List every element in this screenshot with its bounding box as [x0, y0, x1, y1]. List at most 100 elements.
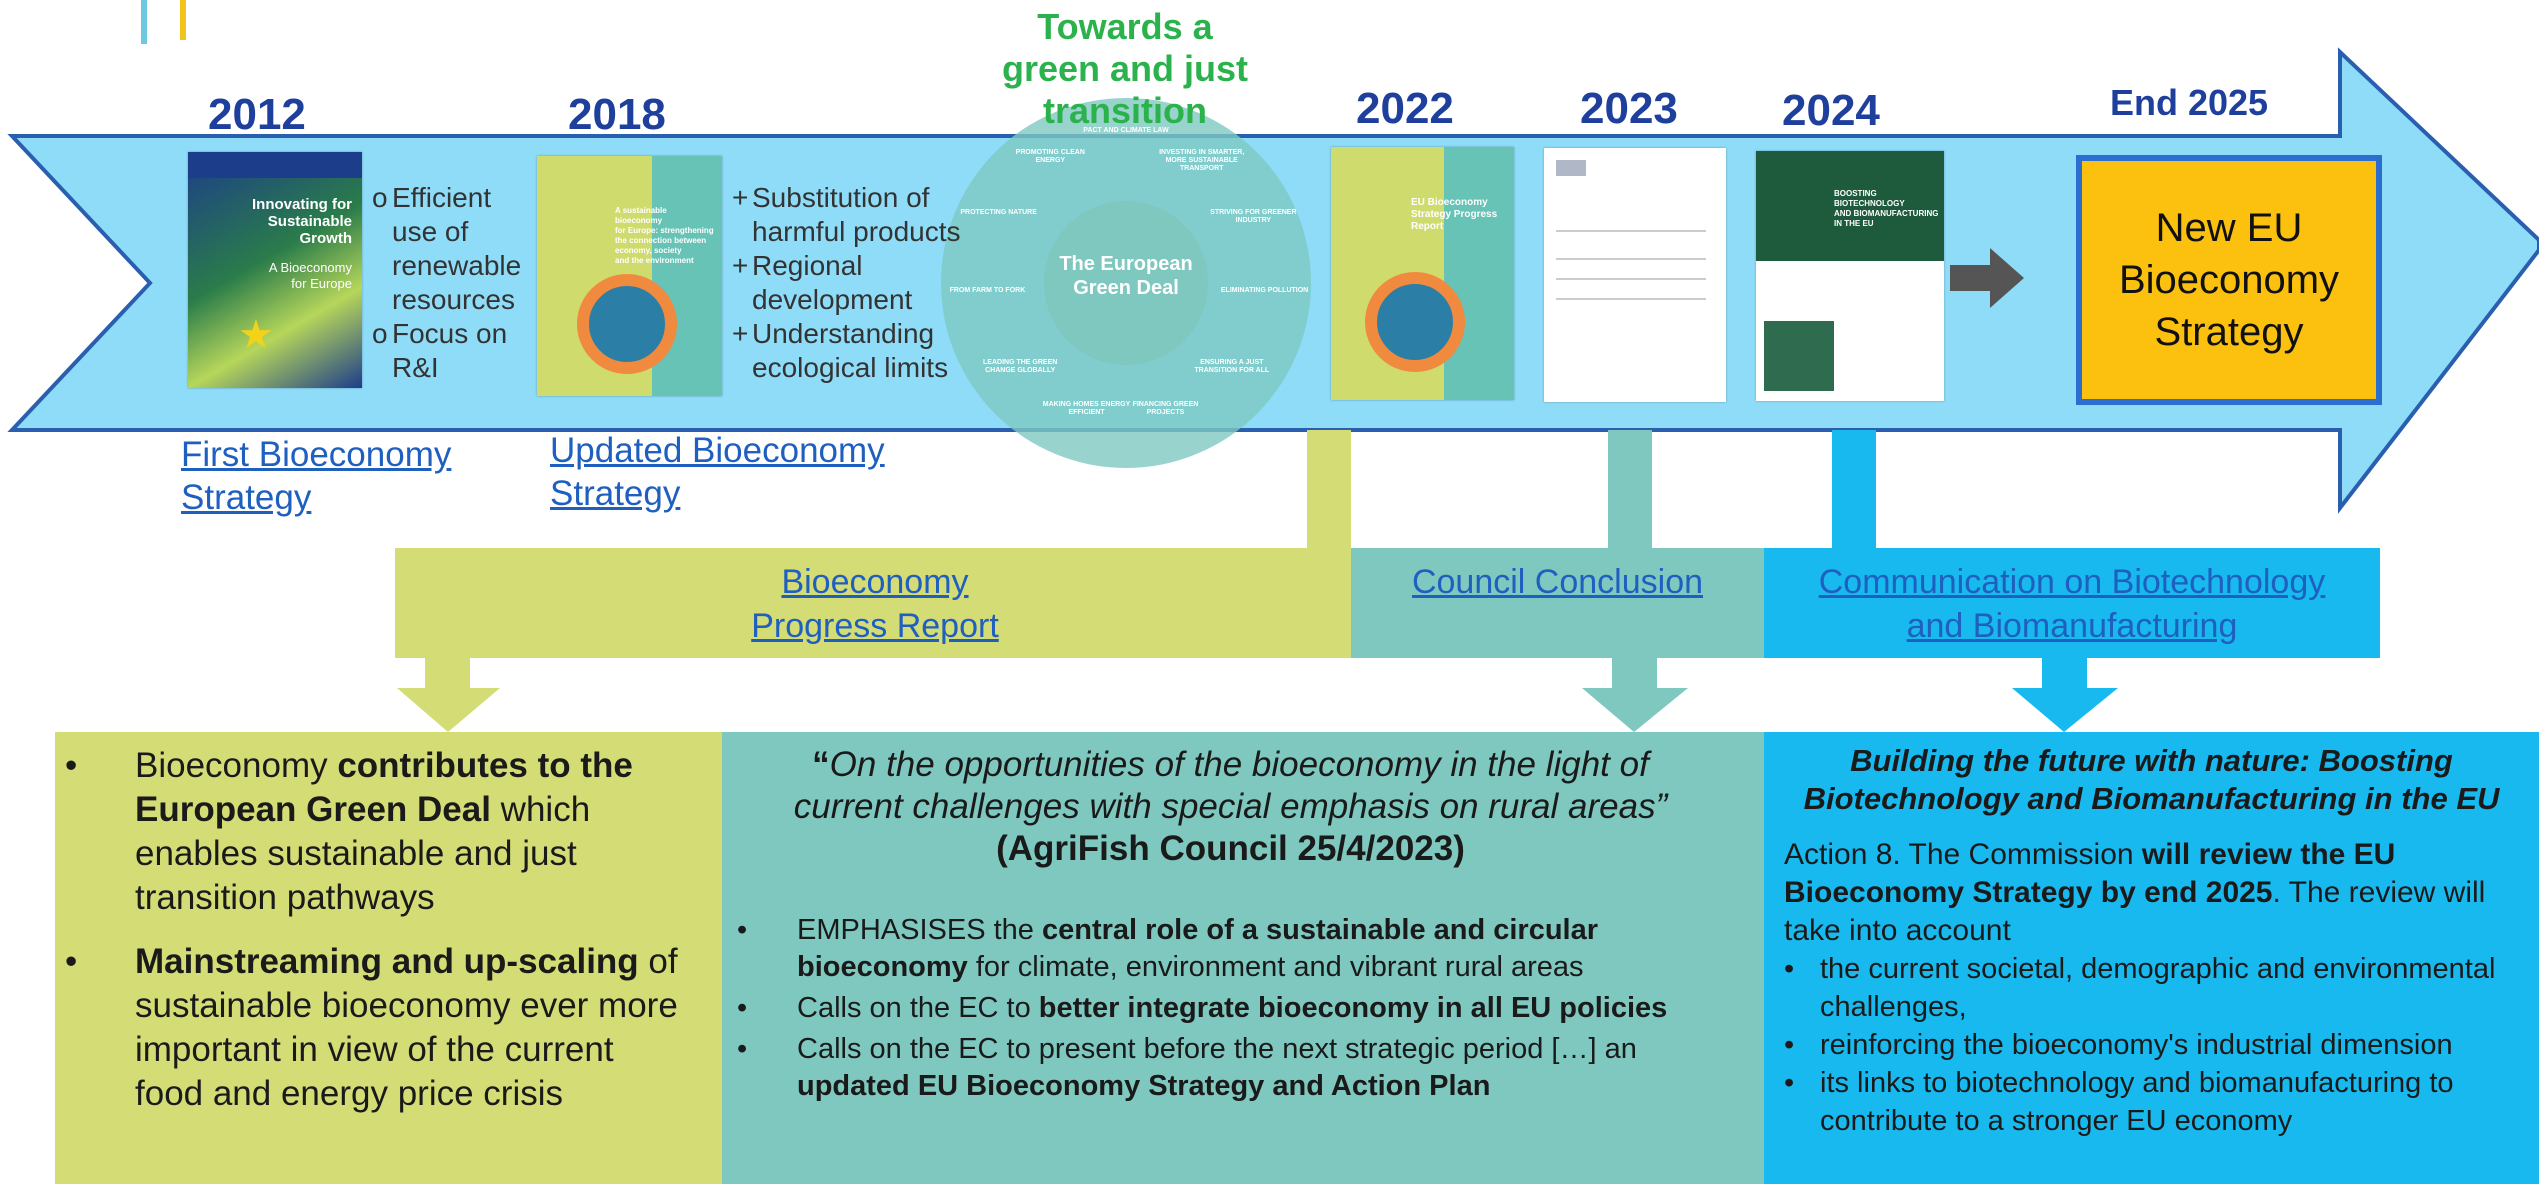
- bullet-dot: •: [1784, 953, 1795, 985]
- link-first-strategy[interactable]: First Bioeconomy Strategy: [181, 433, 451, 519]
- bullet-line: use of: [392, 216, 469, 247]
- green-deal-spoke: FINANCING GREEN PROJECTS: [1132, 401, 1199, 417]
- green-deal-center-label: The European Green Deal: [1046, 252, 1206, 300]
- bullet-marker: o: [372, 318, 388, 349]
- list-item-text: the current societal, demographic and en…: [1820, 953, 2496, 1023]
- bullet-line: development: [752, 284, 913, 315]
- cover-2018-title: A sustainable bioeconomy for Europe: str…: [615, 206, 715, 266]
- link-communication[interactable]: Communication on Biotechnology and Bioma…: [1764, 560, 2380, 648]
- bullet-line: harmful products: [752, 216, 961, 247]
- list-item: • the current societal, demographic and e…: [1784, 950, 2519, 1026]
- green-deal-center-line: Green Deal: [1073, 277, 1179, 299]
- end-2025: End 2025: [2110, 82, 2269, 123]
- link-line[interactable]: Communication on Biotechnology: [1818, 563, 2326, 601]
- cover-line: the connection between: [615, 236, 707, 245]
- quote-text: On the opportunities of the bioeconomy i…: [793, 745, 1668, 826]
- cover-line: for Europe: strengthening: [615, 226, 714, 235]
- year-2023: 2023: [1580, 84, 1678, 133]
- link-progress-report[interactable]: Bioeconomy Progress Report: [660, 560, 1090, 648]
- cover-line: Innovating for: [252, 196, 352, 213]
- doc-logo: [1556, 160, 1586, 176]
- link-line[interactable]: and Biomanufacturing: [1906, 607, 2238, 645]
- doc-line: [1556, 258, 1706, 260]
- list-item: •Calls on the EC to present before the n…: [737, 1031, 1724, 1105]
- list-item: • Mainstreaming and up-scaling of sustain…: [65, 940, 682, 1116]
- bullet-dot: •: [65, 746, 78, 785]
- decor-mark-yellow: [180, 0, 186, 40]
- link-line[interactable]: Strategy: [550, 474, 681, 513]
- communication-bullets: • the current societal, demographic and e…: [1784, 950, 2519, 1140]
- bullet-dot: •: [65, 942, 78, 981]
- text-normal: Calls on the EC to: [797, 992, 1039, 1024]
- cover-line: BOOSTING: [1834, 189, 1877, 198]
- text-bold: central role of a sustainable and circul…: [797, 914, 1599, 983]
- doc-line: [1556, 278, 1706, 280]
- bullet-dot: •: [737, 914, 748, 946]
- new-strategy-label: New EU Bioeconomy Strategy: [2119, 202, 2339, 358]
- list-item-text: EMPHASISES the central role of a sustain…: [797, 912, 1724, 986]
- bullet-line: Understanding: [752, 318, 935, 349]
- list-item-text: Mainstreaming and up-scaling of sustaina…: [135, 940, 682, 1116]
- quote-source: (AgriFish Council 25/4/2023): [996, 829, 1465, 868]
- link-line[interactable]: First Bioeconomy: [181, 435, 452, 474]
- cover-image: [1764, 321, 1834, 391]
- bullet-line: R&I: [392, 352, 439, 383]
- panel-council: “On the opportunities of the bioeconomy …: [722, 732, 1764, 1184]
- band-communication: [1764, 548, 2380, 658]
- cover-stripe: [1444, 147, 1514, 400]
- band-progress-report: [395, 548, 1353, 658]
- list-item: •reinforcing the bioeconomy's industrial…: [1784, 1026, 2519, 1064]
- band-council: [1351, 548, 1764, 658]
- green-deal-spoke: PROTECTING NATURE: [960, 208, 1037, 216]
- doc-line: [1556, 298, 1706, 300]
- link-council-conclusion[interactable]: Council Conclusion: [1411, 563, 1704, 601]
- cover-header: [1756, 151, 1944, 261]
- list-item: •Calls on the EC to better integrate bio…: [737, 990, 1724, 1027]
- green-deal-spoke: PACT AND CLIMATE LAW: [1083, 127, 1169, 134]
- link-line[interactable]: Updated Bioeconomy: [550, 431, 885, 470]
- year-2018: 2018: [568, 90, 666, 139]
- link-line[interactable]: Bioeconomy: [781, 563, 969, 601]
- panel-communication: Building the future with nature: Boostin…: [1764, 732, 2539, 1184]
- bullet-line: renewable: [392, 250, 522, 281]
- cover-line: BIOTECHNOLOGY: [1834, 199, 1905, 208]
- cover-line: A Bioeconomy: [268, 260, 352, 275]
- new-strategy-line: Bioeconomy: [2118, 258, 2340, 302]
- year-2012: 2012: [208, 90, 306, 139]
- link-line[interactable]: Strategy: [181, 478, 312, 517]
- cover-2018: A sustainable bioeconomy for Europe: str…: [537, 156, 722, 396]
- panel-green-deal: •Bioeconomy contributes to the European …: [55, 732, 722, 1184]
- cover-line: Strategy Progress: [1411, 209, 1498, 220]
- list-item-text: reinforcing the bioeconomy's industrial …: [1820, 1029, 2453, 1061]
- bullet-line: Efficient: [392, 182, 492, 213]
- bullet-marker: o: [372, 182, 388, 213]
- text-normal: which enables sustainable and just trans…: [135, 790, 591, 917]
- green-deal-spoke: MAKING HOMES ENERGY EFFICIENT: [1042, 401, 1131, 417]
- left-bullets: •Bioeconomy contributes to the European …: [65, 744, 682, 1116]
- green-deal-spoke: ELIMINATING POLLUTION: [1220, 286, 1309, 294]
- decor-mark-cyan: [141, 0, 147, 44]
- green-deal-center-line: The European: [1059, 253, 1193, 275]
- text-bold: updated EU Bioeconomy Strategy and Actio…: [797, 1070, 1491, 1102]
- link-updated-strategy[interactable]: Updated Bioeconomy Strategy: [550, 429, 885, 515]
- green-deal-spoke: LEADING THE GREEN CHANGE GLOBALLY: [983, 358, 1058, 374]
- green-deal-heading: Towards a green and just transition: [980, 6, 1270, 132]
- bullet-dot: •: [1784, 1067, 1795, 1099]
- down-arrow-teal: [1582, 658, 1688, 732]
- bullet-line: Substitution of: [752, 182, 930, 213]
- year-2024: 2024: [1782, 86, 1880, 135]
- green-deal-inner: [1044, 201, 1208, 365]
- cover-line: A sustainable: [615, 206, 667, 215]
- down-arrow-olive: [397, 658, 500, 732]
- link-line[interactable]: Progress Report: [751, 607, 999, 645]
- quote-mark: “: [812, 745, 830, 784]
- stem-communication: [1832, 430, 1876, 550]
- text-bold: Mainstreaming and up-scaling: [135, 942, 639, 981]
- text-normal: for climate, environment and vibrant rur…: [967, 951, 1584, 983]
